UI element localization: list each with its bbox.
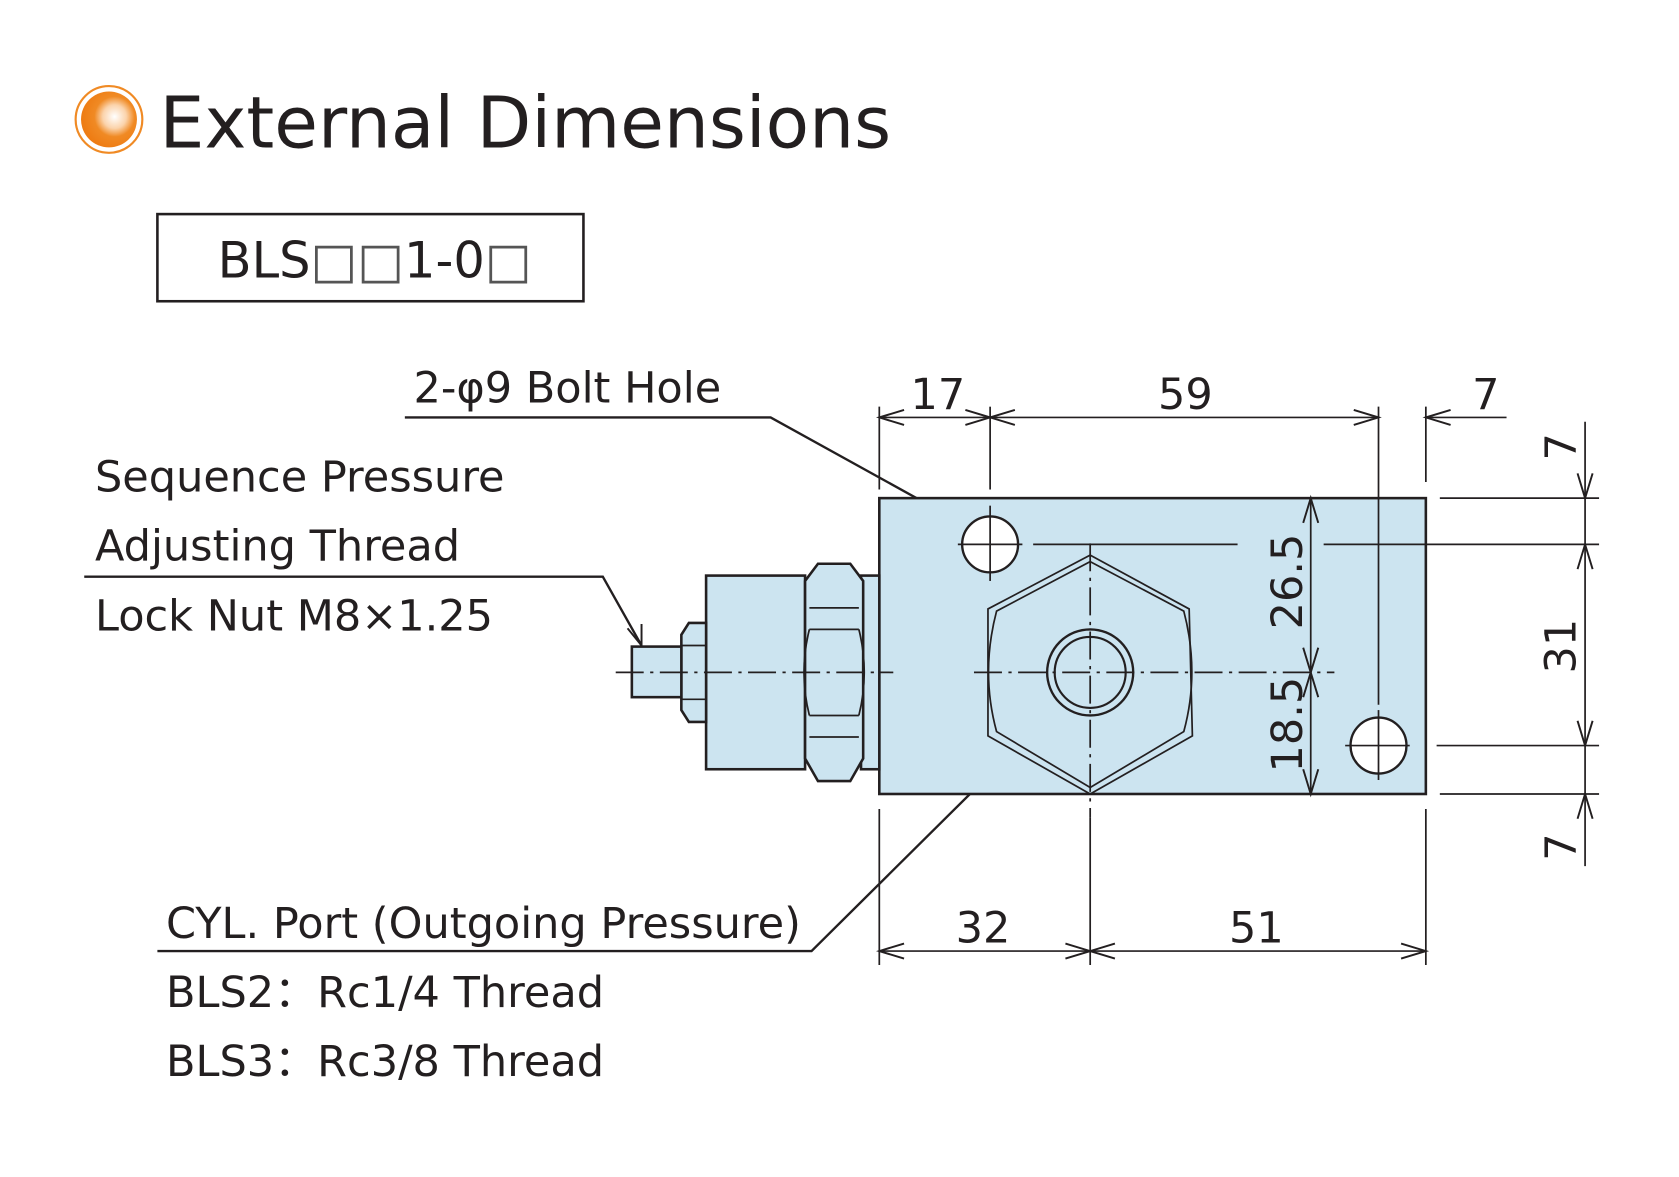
orange-circle-bullet-icon xyxy=(74,84,144,154)
svg-text:BLS□□1-0□: BLS□□1-0□ xyxy=(218,232,532,290)
dim-inner-18-5: 18.5 xyxy=(1263,677,1313,773)
cyl-port-label: CYL. Port (Outgoing Pressure) xyxy=(166,899,801,949)
model-placeholder-2: □ xyxy=(485,232,532,290)
model-prefix: BLS xyxy=(218,232,311,290)
dim-right-31: 31 xyxy=(1536,619,1586,674)
model-placeholder-1: □□ xyxy=(311,232,404,290)
dim-top-7: 7 xyxy=(1472,370,1499,420)
bls2-thread-label: BLS2：Rc1/4 Thread xyxy=(166,968,604,1018)
dim-bottom-32: 32 xyxy=(956,903,1011,953)
valve-body xyxy=(615,496,1428,818)
model-middle: 1-0 xyxy=(404,232,485,290)
bolt-hole-label: 2-φ9 Bolt Hole xyxy=(413,363,721,413)
bls3-thread-label: BLS3：Rc3/8 Thread xyxy=(166,1037,604,1087)
dim-right-7-top: 7 xyxy=(1536,433,1586,460)
section-header: External Dimensions xyxy=(74,81,892,164)
dim-right-7-bottom: 7 xyxy=(1536,833,1586,860)
model-code-box: BLS□□1-0□ xyxy=(156,212,585,303)
dim-top-17: 17 xyxy=(911,370,966,420)
page-title: External Dimensions xyxy=(160,81,892,164)
adjusting-thread-label-line1: Sequence Pressure xyxy=(95,453,505,503)
dim-top-59: 59 xyxy=(1158,370,1213,420)
dim-bottom-51: 51 xyxy=(1229,903,1284,953)
dimension-lines xyxy=(875,408,1594,960)
adjusting-thread-label-line2: Adjusting Thread xyxy=(95,522,460,572)
lock-nut-label: Lock Nut M8×1.25 xyxy=(95,591,493,641)
orange-circle-bullet-inner-icon xyxy=(81,91,137,148)
extension-lines xyxy=(878,406,1600,966)
dim-inner-26-5: 26.5 xyxy=(1263,534,1313,630)
